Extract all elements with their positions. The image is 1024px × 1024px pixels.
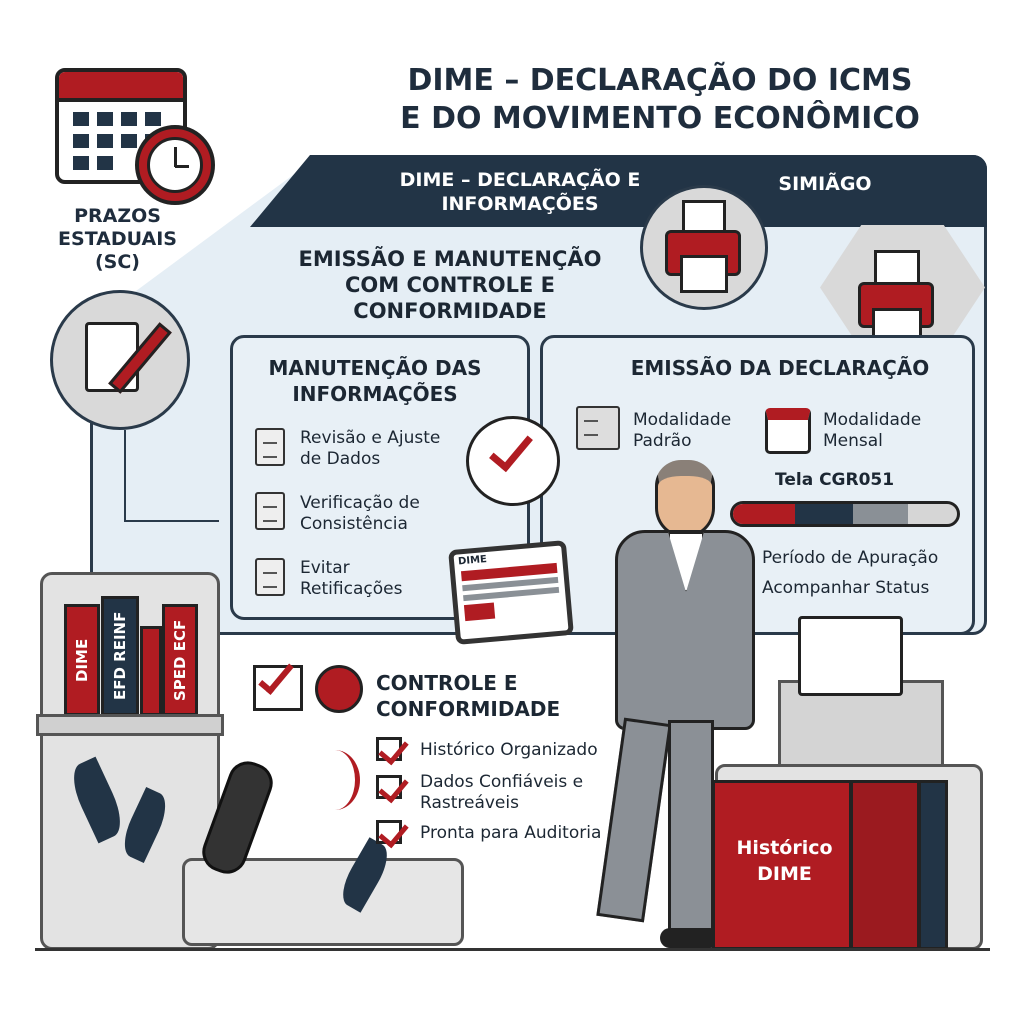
- control-check-icon: [376, 820, 402, 844]
- archive-label: Histórico DIME: [736, 837, 833, 885]
- maintenance-item: Verificação de Consistência: [300, 493, 420, 534]
- progress-step-2: [795, 504, 853, 524]
- book: [140, 626, 162, 716]
- flow-arrow: [124, 430, 219, 522]
- maintenance-title: MANUTENÇÃO DAS INFORMAÇÕES: [268, 356, 482, 406]
- control-title: CONTROLE E CONFORMIDADE: [376, 671, 561, 721]
- control-checkbox-icon: [253, 665, 303, 711]
- check-circle-icon: [315, 665, 363, 713]
- book-efd-reinf: EFD REINF: [101, 596, 139, 716]
- archive-binder-2: [850, 780, 920, 950]
- book-sped-ecf: SPED ECF: [162, 604, 198, 716]
- document-icon: [255, 558, 285, 596]
- band-left-text: DIME – DECLARAÇÃO E INFORMAÇÕES: [399, 169, 641, 215]
- progress-step-3: [853, 504, 908, 524]
- title-line-2: E DO MOVIMENTO ECONÔMICO: [400, 101, 920, 136]
- modality-standard: Modalidade Padrão: [633, 410, 732, 451]
- shelf: [36, 714, 224, 736]
- emission-panel: [540, 335, 975, 635]
- page-title: DIME – DECLARAÇÃO DO ICMS E DO MOVIMENTO…: [340, 62, 980, 138]
- document-edit-icon: [255, 428, 285, 466]
- printer-paper: [682, 200, 726, 234]
- standard-modality-icon: [576, 406, 620, 450]
- check-bubble-icon: [466, 416, 560, 506]
- band-right-text: SIMIÃGO: [778, 173, 872, 195]
- maintenance-item: Revisão e Ajuste de Dados: [300, 428, 441, 469]
- book-dime: DIME: [64, 604, 100, 716]
- clock-icon: [135, 125, 215, 205]
- emission-title: EMISSÃO DA DECLARAÇÃO: [630, 356, 930, 380]
- title-line-1: DIME – DECLARAÇÃO DO ICMS: [407, 63, 913, 98]
- man-shoe: [660, 928, 720, 948]
- man-leg-right: [668, 720, 714, 935]
- archive-binder-3: [918, 780, 948, 950]
- period-label: Período de Apuração: [762, 548, 939, 568]
- maintenance-item: Evitar Retificações: [300, 558, 403, 599]
- scan-waves-icon: [310, 750, 360, 810]
- control-item: Pronta para Auditoria: [420, 823, 602, 843]
- modality-monthly: Modalidade Mensal: [823, 410, 922, 451]
- control-check-icon: [376, 737, 402, 761]
- printer-paper-2: [874, 250, 920, 286]
- printer-output: [680, 255, 728, 293]
- control-item: Dados Confiáveis e Rastreáveis: [420, 772, 584, 813]
- control-item: Histórico Organizado: [420, 740, 598, 760]
- document-icon: [798, 616, 903, 696]
- header-band: [250, 155, 987, 227]
- status-progress-bar: [730, 501, 960, 527]
- deadlines-label: PRAZOS ESTADUAIS (SC): [58, 205, 177, 273]
- archive-binder: [712, 780, 852, 950]
- document-icon: [255, 492, 285, 530]
- man-head: [655, 460, 715, 538]
- control-check-icon: [376, 775, 402, 799]
- calendar-icon: [765, 408, 811, 454]
- progress-step-1: [733, 504, 795, 524]
- status-label: Acompanhar Status: [762, 578, 930, 598]
- main-heading: EMISSÃO E MANUTENÇÃO COM CONTROLE E CONF…: [298, 247, 602, 323]
- tablet: DIME: [448, 540, 574, 645]
- ground-line: [35, 948, 990, 951]
- screen-label: Tela CGR051: [775, 470, 895, 490]
